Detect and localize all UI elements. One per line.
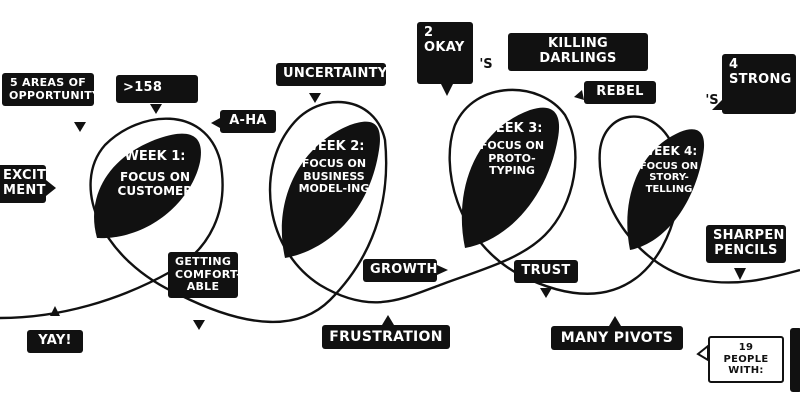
week1-focus: FOCUS ON CUSTOMER: [117, 169, 193, 198]
week4-label: WEEK 4: FOCUS ON STORY-TELLING: [636, 144, 702, 195]
bubble-trust: TRUST: [514, 260, 578, 283]
tail-nineteen: [696, 343, 709, 362]
tail-aha: [211, 118, 220, 128]
tail-four: [712, 100, 724, 110]
two-okay-suffix: 's: [479, 57, 493, 72]
tail-frustration: [382, 315, 394, 325]
week3-leaf: [461, 107, 560, 249]
tail-yay: [50, 306, 60, 316]
bubble-rebel: REBEL: [584, 81, 656, 104]
bubble-frustration: FRUSTRATION: [322, 325, 450, 350]
week3-label: WEEK 3: FOCUS ON PROTO-TYPING: [472, 121, 552, 178]
four-strong-suffix: 's: [705, 93, 719, 108]
four-strong-text: 4 STRONG: [729, 57, 792, 87]
week1-title: WEEK 1:: [124, 149, 186, 164]
bubble-five-areas: 5 AREAS OF OPPORTUNITY: [2, 73, 100, 107]
bubble-getting-comfortable: GETTING COMFORT- ABLE: [168, 252, 241, 298]
tail-trust: [540, 288, 552, 298]
week2-title: WEEK 2:: [303, 139, 365, 154]
tail-ideas: [150, 104, 162, 114]
bubble-nineteen-people: 19 PEOPLE WITH:: [708, 336, 784, 383]
bubble-growth: GROWTH: [363, 259, 437, 282]
bubble-many-pivots: MANY PIVOTS: [551, 326, 683, 351]
bubble-uncertainty: UNCERTAINTY: [276, 63, 387, 86]
week2-label: WEEK 2: FOCUS ON BUSINESS MODEL-ING: [294, 139, 374, 196]
bubble-four-strong: 4 STRONG: [722, 54, 796, 114]
week4-title: WEEK 4:: [640, 144, 698, 158]
bubble-ideas: >158: [116, 75, 198, 103]
week2-focus: FOCUS ON BUSINESS MODEL-ING: [298, 156, 370, 196]
tail-pivots: [609, 316, 621, 326]
bubble-sharpen-pencils: SHARPEN PENCILS: [706, 225, 786, 263]
tail-rebel: [574, 90, 584, 100]
bubble-yay: YAY!: [27, 330, 83, 353]
bubble-aha: A-HA: [220, 110, 276, 133]
right-edge-block: [790, 328, 800, 392]
week1-leaf: [94, 133, 201, 239]
tail-excitement: [46, 180, 56, 196]
week4-focus: FOCUS ON STORY-TELLING: [639, 160, 699, 195]
two-okay-text: 2 OKAY: [424, 25, 465, 55]
week4-leaf: [627, 129, 705, 250]
tail-sharpen: [734, 268, 746, 280]
bubble-killing-darlings: KILLING DARLINGS: [508, 33, 648, 71]
bubble-two-okay: 2 OKAY: [417, 22, 473, 84]
tail-comfortable: [193, 320, 205, 330]
tail-two-okay: [441, 84, 453, 96]
tail-five: [74, 122, 86, 132]
week3-title: WEEK 3:: [481, 121, 543, 136]
tail-growth: [437, 265, 448, 275]
bubble-excitement: EXCITE- MENT: [0, 165, 61, 203]
ideas-count: >158: [123, 80, 163, 95]
tail-uncertainty: [309, 93, 321, 103]
week2-leaf: [281, 121, 380, 258]
week3-focus: FOCUS ON PROTO-TYPING: [479, 138, 545, 178]
week1-label: WEEK 1: FOCUS ON CUSTOMER: [112, 149, 198, 199]
